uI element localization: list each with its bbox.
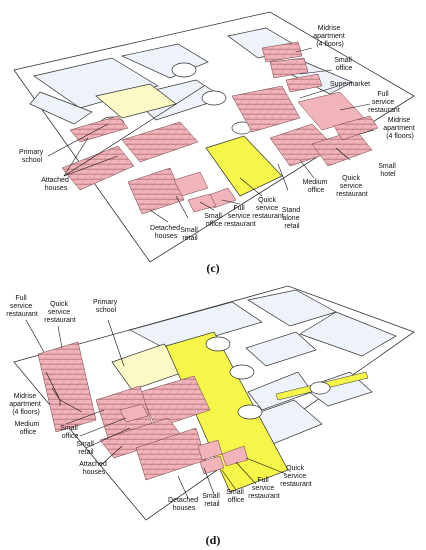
label-medium-office: Medium office	[303, 179, 330, 194]
label-full-service-right: Full service restaurant	[368, 91, 400, 114]
park-bright-c	[205, 135, 283, 197]
label-full-service-top: Full service restaurant	[6, 295, 38, 318]
label-midrise-right: Midrise apartment (4 floors)	[383, 117, 416, 140]
buildings-c	[61, 41, 379, 215]
label-standalone-retail: Stand alone retail	[282, 207, 302, 230]
leader-lines-d	[25, 319, 287, 499]
panel-caption-d: (d)	[206, 533, 221, 547]
label-quick-service-right: Quick service restaurant	[336, 175, 368, 198]
label-small-hotel: Small hotel	[378, 163, 397, 178]
city-blocks-d	[129, 289, 397, 447]
label-small-office-bottom: Small office	[204, 213, 223, 228]
label-detached-houses: Detached houses	[168, 497, 200, 512]
label-quick-service-bottom: Quick service restaurant	[252, 197, 284, 220]
label-small-retail-bottom: Small retail	[202, 493, 221, 508]
label-small-retail: Small retail	[180, 227, 199, 242]
panel-caption-c: (c)	[206, 261, 219, 275]
panel-c: Midrise apartment (4 floors) Small offic…	[13, 11, 416, 275]
label-small-retail-left: Small retail	[76, 441, 95, 456]
labels-c: Midrise apartment (4 floors) Small offic…	[19, 25, 416, 242]
label-full-service-bottom: Full service restaurant	[224, 205, 256, 228]
label-small-office-top: Small office	[334, 57, 353, 72]
label-small-office-left: Small office	[60, 425, 79, 440]
leader-lines-c	[47, 47, 375, 223]
label-attached-houses: Attached houses	[41, 177, 71, 192]
roundabouts-d	[205, 336, 331, 420]
label-quick-service-top: Quick service restaurant	[44, 301, 76, 324]
label-midrise: Midrise apartment (4 floors)	[9, 393, 42, 416]
label-primary-school: Primary school	[19, 149, 45, 164]
label-midrise-top: Midrise apartment (4 floors)	[313, 25, 346, 48]
site-outline-d	[13, 285, 415, 521]
label-quick-service-bottom: Quick service restaurant	[280, 465, 312, 488]
buildings-d	[37, 341, 249, 481]
label-medium-office: Medium office	[15, 421, 42, 436]
label-full-service-bottom: Full service restaurant	[248, 477, 280, 500]
panel-d: Full service restaurant Quick service re…	[6, 285, 415, 547]
label-supermarket: Supermarket	[330, 81, 370, 88]
labels-d: Full service restaurant Quick service re…	[6, 295, 312, 512]
site-outline-c	[13, 11, 415, 263]
label-primary-school: Primary school	[93, 299, 119, 314]
label-attached-houses: Attached houses	[79, 461, 109, 476]
label-detached-houses: Detached houses	[150, 225, 182, 240]
label-small-office-bottom: Small office	[226, 489, 245, 504]
